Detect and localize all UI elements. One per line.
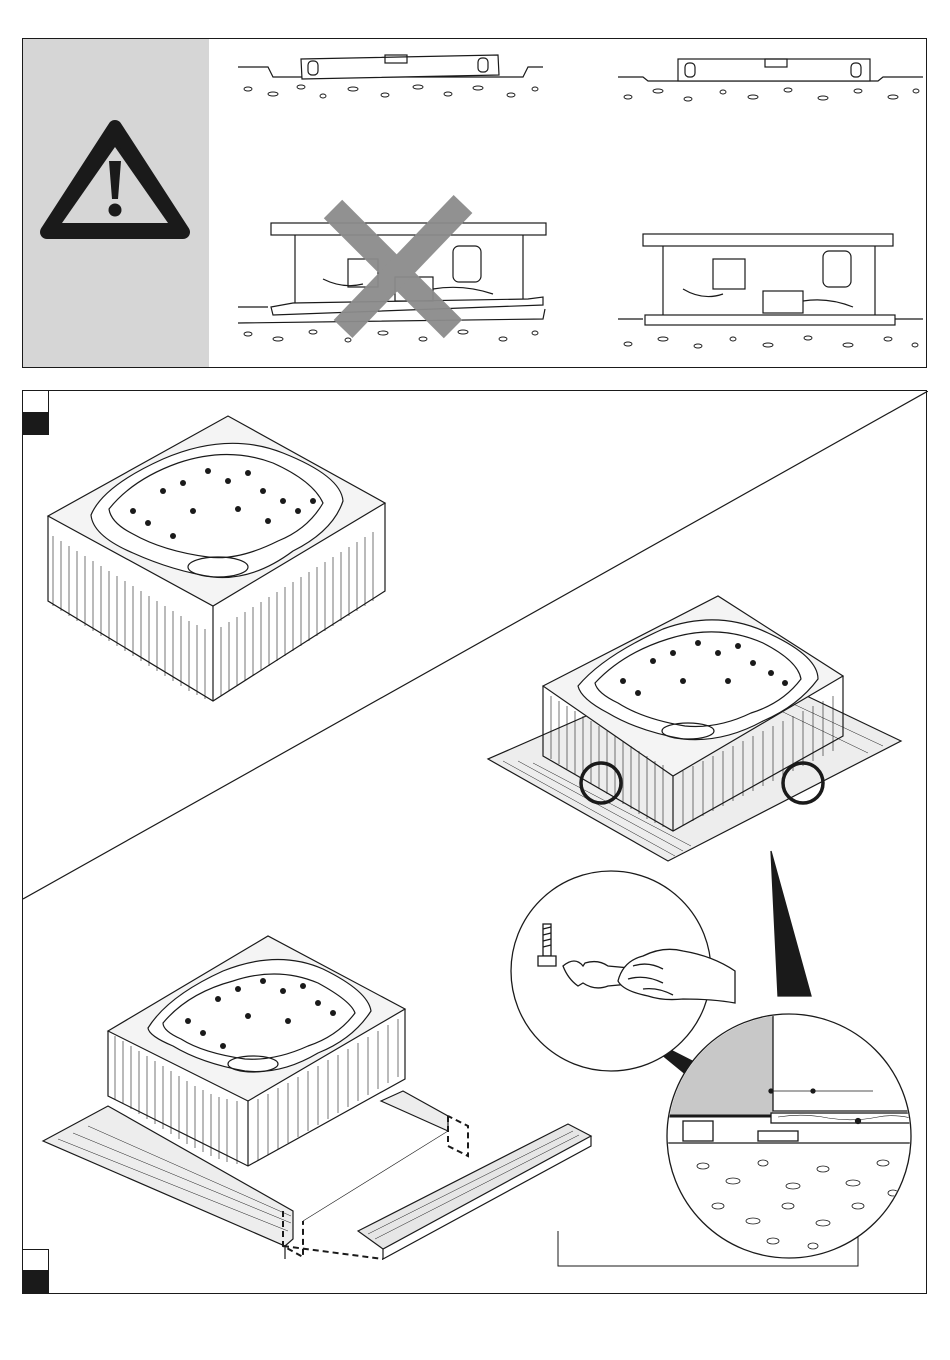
hot-tub-on-deck-boards [488, 596, 901, 861]
tub-flat-example [618, 234, 923, 348]
steps-illustrations [23, 391, 928, 1295]
section-detail [663, 851, 923, 1258]
warning-illustrations [23, 39, 928, 369]
hot-tub-overview [48, 416, 385, 701]
level-flat-example [618, 59, 923, 101]
warning-triangle-icon [47, 127, 183, 232]
steps-panel [22, 390, 927, 1294]
warning-panel [22, 38, 927, 368]
level-uneven-example [238, 55, 543, 98]
